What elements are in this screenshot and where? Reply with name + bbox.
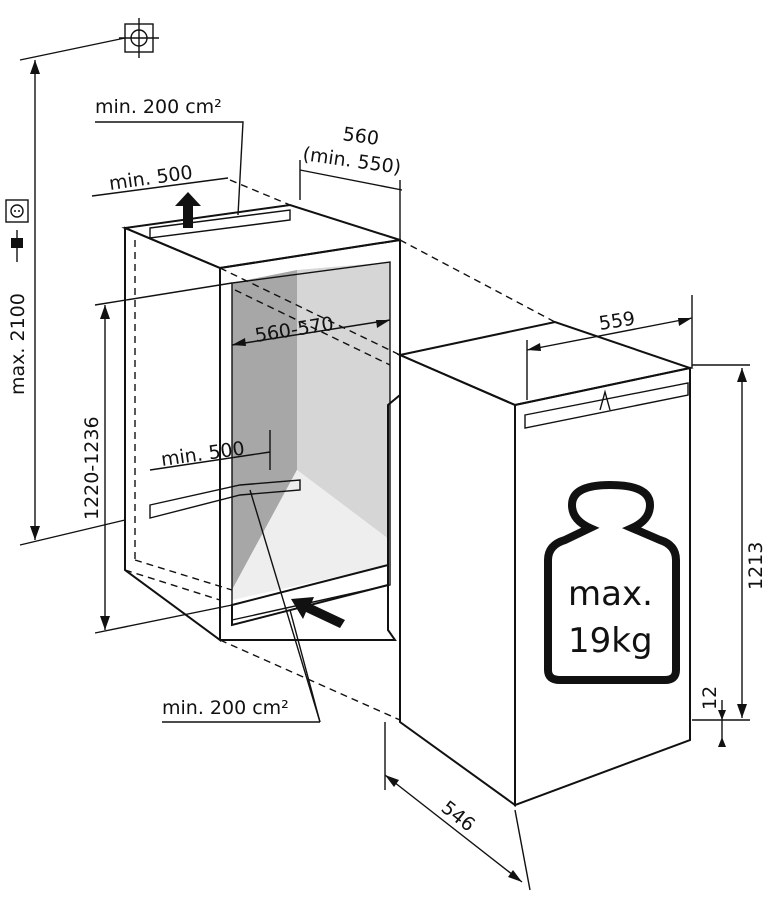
weight-line1: max. (568, 574, 653, 614)
air-in-arrow (291, 597, 345, 628)
bottom-vent-label: min. 200 cm² (162, 697, 289, 719)
niche-height-label: 1220-1236 (81, 416, 103, 520)
max-height-dimension: max. 2100 (7, 60, 126, 546)
appliance-depth-label: 546 (437, 797, 479, 837)
niche-cabinet (121, 203, 401, 642)
niche-width-label: 560 (341, 123, 380, 150)
top-vent (149, 209, 291, 239)
weight-line2: 19kg (568, 621, 653, 661)
plinth-label: 12 (699, 686, 721, 710)
weight-icon: max. 19kg (544, 480, 680, 684)
socket-icon (5, 199, 29, 223)
bottom-vent (231, 563, 389, 627)
top-depth-label: min. 500 (108, 161, 194, 195)
floor-vent (149, 479, 301, 519)
appliance (396, 320, 694, 807)
top-vent-label: min. 200 cm² (95, 96, 222, 118)
appliance-height-label: 1213 (745, 542, 767, 590)
control-panel (524, 382, 689, 429)
max-height-label: max. 2100 (7, 293, 29, 395)
air-out-arrow (175, 192, 201, 228)
plug-icon (11, 230, 23, 262)
crosshair-icon (19, 18, 159, 61)
appliance-width-label: 559 (597, 308, 636, 335)
